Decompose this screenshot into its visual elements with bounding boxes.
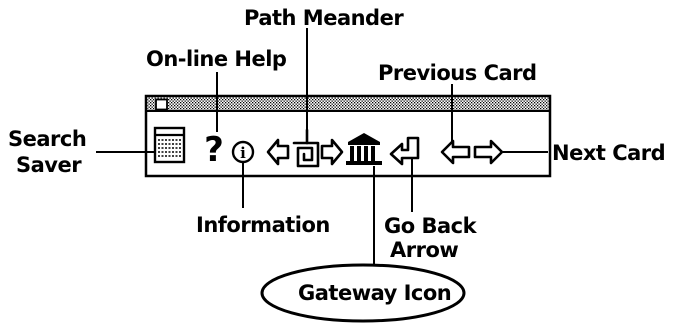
label-search-saver-line2: Saver [16, 153, 82, 177]
search-saver-icon[interactable] [153, 126, 186, 164]
callout-lines [96, 28, 548, 270]
label-previous-card: Previous Card [378, 61, 537, 85]
palette-title-bar[interactable] [147, 97, 549, 111]
gateway-label-ellipse [260, 263, 466, 323]
label-gateway-icon: Gateway Icon [298, 281, 451, 305]
label-search-saver-line1: Search [8, 127, 86, 151]
go-back-arrow-icon[interactable] [389, 136, 420, 166]
close-box[interactable] [155, 98, 168, 111]
label-go-back-arrow-line1: Go Back [384, 214, 478, 238]
label-online-help: On-line Help [146, 47, 287, 71]
path-meander-icon[interactable] [266, 128, 344, 168]
label-path-meander: Path Meander [244, 6, 404, 30]
label-information: Information [196, 213, 330, 237]
online-help-icon[interactable]: ? [204, 130, 224, 170]
information-icon[interactable]: i [231, 140, 255, 164]
information-glyph: i [240, 144, 246, 162]
label-next-card: Next Card [552, 141, 665, 165]
gateway-icon[interactable] [346, 133, 382, 165]
label-go-back-arrow-line2: Arrow [390, 238, 458, 262]
next-card-icon[interactable] [473, 139, 504, 165]
